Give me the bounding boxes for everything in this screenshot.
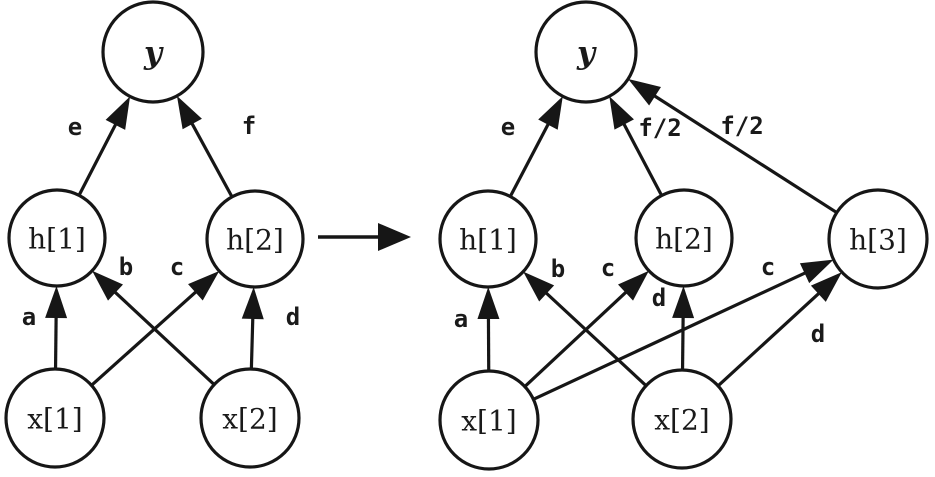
right-network-edge-h1-y-head — [538, 96, 563, 130]
left-network-node-h1-circle — [7, 188, 107, 288]
left-network-node-x2-circle — [199, 367, 301, 469]
right-network-edge-x2-h2-weight-label: d — [652, 284, 666, 312]
right-network-edge-x1-h2-shaft — [523, 289, 629, 388]
left-network-edge-h1-y-shaft — [77, 121, 119, 197]
left-network-node-x1-circle — [4, 367, 106, 469]
left-network-node-h2-circle — [205, 189, 305, 289]
right-network-node-x2-label: x[2] — [654, 404, 709, 437]
left-network-edge-x1-h1-shaft — [53, 314, 58, 370]
left-network-edge-h2-y: f — [176, 95, 256, 198]
left-network-edge-h2-y-shaft — [189, 120, 234, 198]
left-network-node-h2: h[2] — [205, 189, 305, 289]
left-network-edge-x2-h1-head — [92, 270, 124, 301]
right-network-edge-h2-y-head — [609, 96, 634, 130]
right-network-node-x1-circle — [438, 369, 540, 471]
right-network-edge-x1-h3: c — [532, 253, 834, 401]
transform-arrow — [318, 223, 411, 251]
left-network-edge-h2-y-head — [176, 95, 202, 130]
right-network-edge-x2-h3-weight-label: d — [811, 320, 825, 348]
right-network-node-h3: h[3] — [827, 188, 929, 290]
right-network-node-y-label: y — [576, 35, 597, 71]
right-network-edge-x1-h3-weight-label: c — [761, 253, 775, 281]
right-network-edge-h2-y-weight-label: f/2 — [638, 114, 681, 142]
right-network-edge-h3-y-shaft — [651, 93, 838, 214]
right-network-edge-x1-h1-head — [477, 286, 500, 320]
right-network-edge-x2-h2-shaft — [680, 314, 685, 371]
right-network-edge-x1-h1-weight-label: a — [454, 305, 468, 333]
right-network-edge-x2-h1: b — [523, 255, 648, 387]
left-network-edge-x2-h1: b — [92, 253, 216, 386]
right-network-node-h1-circle — [438, 189, 538, 289]
left-network-edge-h1-y-weight-label: e — [68, 113, 82, 141]
left-network-node-x1: x[1] — [4, 367, 106, 469]
left-network-node-y-circle — [101, 0, 205, 104]
left-network-node-x2: x[2] — [199, 367, 301, 469]
right-network-edge-x2-h3-shaft — [717, 290, 822, 388]
right-network-edge-x1-h1: a — [454, 286, 500, 372]
transform-arrow-head — [378, 223, 411, 251]
right-network-node-h2-circle — [634, 188, 734, 288]
right-network-edge-x1-h2: c — [523, 254, 649, 388]
left-network-edge-x1-h1-head — [45, 285, 68, 319]
left-network-node-y-label: y — [143, 35, 164, 71]
right-network-edge-h3-y-weight-label: f/2 — [720, 112, 763, 140]
right-network-edge-x1-h3-head — [799, 259, 834, 284]
right-network-node-y: y — [534, 0, 638, 104]
right-network-node-h1-label: h[1] — [459, 224, 517, 257]
left-network-edge-x2-h2-head — [241, 286, 264, 320]
right-network-edge-x2-h2: d — [652, 284, 695, 371]
right-network: e f/2 f/2 a b c d c d y h[1] h[2] h[3] x[1] x[2] — [438, 0, 929, 471]
right-network-edge-h2-y-shaft — [621, 121, 664, 197]
left-network-edge-h1-y-head — [105, 96, 131, 130]
right-network-node-x2-circle — [631, 368, 733, 470]
right-network-node-x2: x[2] — [631, 368, 733, 470]
right-network-edge-x2-h3-head — [810, 272, 842, 302]
right-network-node-x1: x[1] — [438, 369, 540, 471]
left-network-edge-x2-h1-shaft — [112, 289, 216, 386]
right-network-node-x1-label: x[1] — [461, 405, 516, 438]
right-network-edge-x2-h1-weight-label: b — [551, 255, 565, 283]
right-network-edge-h1-y: e — [501, 96, 563, 198]
left-network-edge-x2-h2-shaft — [249, 315, 255, 370]
left-network-edge-x2-h1-weight-label: b — [119, 253, 133, 281]
right-network-edge-h1-y-weight-label: e — [501, 113, 515, 141]
left-network: e f a b c d y h[1] h[2] x[1] x[2] — [4, 0, 305, 469]
left-network-edge-x1-h2-shaft — [90, 289, 199, 387]
right-network-edge-x2-h1-shaft — [543, 290, 648, 387]
left-network-node-y: y — [101, 0, 205, 104]
right-network-edge-x1-h2-weight-label: c — [601, 254, 615, 282]
left-network-edge-h1-y: e — [68, 96, 131, 197]
right-network-node-h2: h[2] — [634, 188, 734, 288]
left-network-edge-x1-h2-weight-label: c — [170, 253, 184, 281]
left-network-edge-x1-h2: c — [90, 253, 220, 387]
left-network-edge-x1-h1-weight-label: a — [22, 303, 36, 331]
right-network-edge-x2-h3: d — [717, 272, 842, 388]
left-network-node-h1: h[1] — [7, 188, 107, 288]
left-network-edge-x1-h2-head — [188, 271, 220, 301]
right-network-edge-h1-y-shaft — [508, 121, 551, 198]
left-network-edge-x2-h2-weight-label: d — [286, 303, 300, 331]
left-network-edge-x1-h1: a — [22, 285, 68, 370]
left-network-node-x1-label: x[1] — [27, 403, 82, 436]
right-network-edge-x2-h1-head — [523, 271, 555, 302]
right-network-node-h3-circle — [827, 188, 929, 290]
right-network-edge-h3-y: f/2 — [628, 78, 838, 214]
right-network-node-y-circle — [534, 0, 638, 104]
right-network-edge-x2-h2-head — [672, 285, 695, 319]
right-network-node-h1: h[1] — [438, 189, 538, 289]
right-network-node-h2-label: h[2] — [655, 223, 713, 256]
right-network-edge-x1-h3-shaft — [532, 270, 808, 401]
left-network-node-h1-label: h[1] — [28, 223, 86, 256]
right-network-edge-x1-h2-head — [618, 270, 649, 301]
left-network-edge-h2-y-weight-label: f — [242, 112, 256, 140]
left-network-node-h2-label: h[2] — [226, 224, 284, 257]
right-network-edge-h2-y: f/2 — [609, 96, 682, 197]
left-network-node-x2-label: x[2] — [222, 403, 277, 436]
left-network-edge-x2-h2: d — [241, 286, 300, 370]
right-network-edge-h3-y-head — [628, 78, 661, 106]
right-network-node-h3-label: h[3] — [849, 224, 907, 257]
